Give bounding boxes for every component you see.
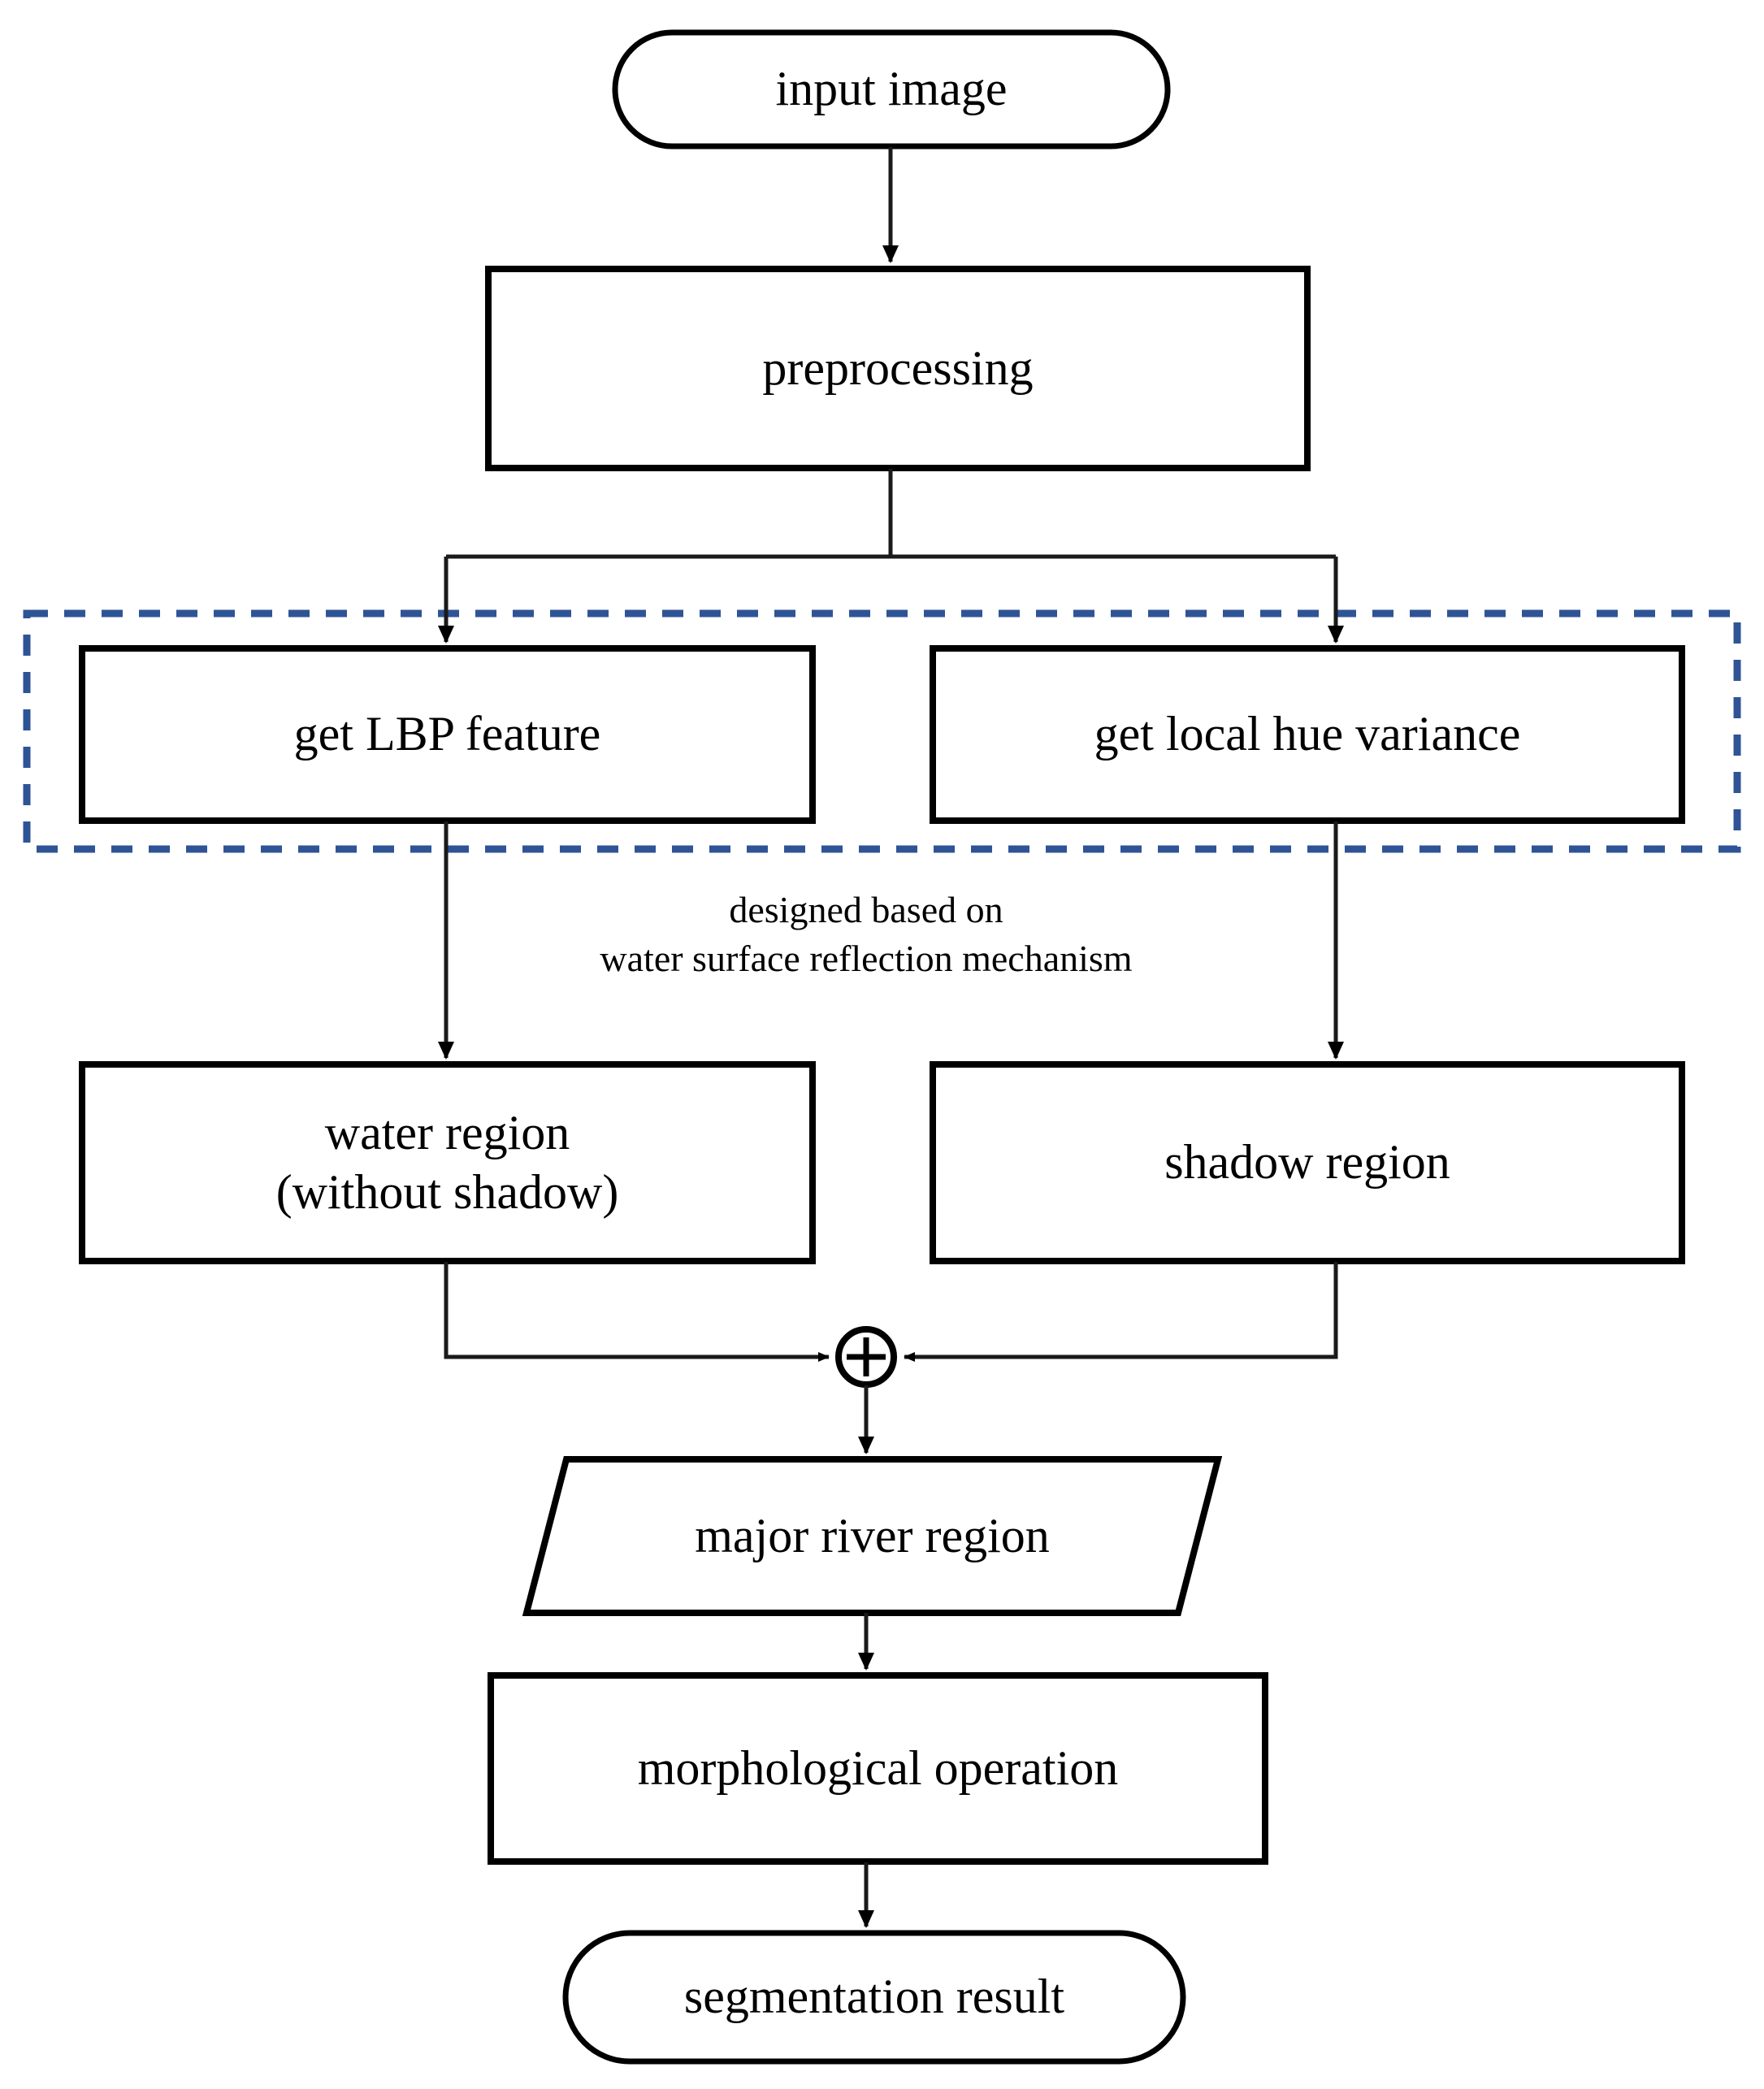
edge-water-region-to-merge-node bbox=[444, 1262, 830, 1362]
input-image-shape[interactable] bbox=[612, 29, 1171, 150]
get-lbp-feature-shape[interactable] bbox=[79, 645, 816, 824]
morphological-operation-shape[interactable] bbox=[488, 1672, 1268, 1865]
shadow-region-shape[interactable] bbox=[930, 1061, 1685, 1264]
segmentation-result-shape[interactable] bbox=[562, 1930, 1186, 2065]
preprocessing-shape[interactable] bbox=[485, 266, 1311, 471]
get-local-hue-variance-shape[interactable] bbox=[930, 645, 1685, 824]
edge-shadow-region-to-merge-node bbox=[904, 1262, 1338, 1362]
water-region-shape[interactable] bbox=[79, 1061, 816, 1264]
major-river-region-shape[interactable] bbox=[522, 1456, 1223, 1616]
